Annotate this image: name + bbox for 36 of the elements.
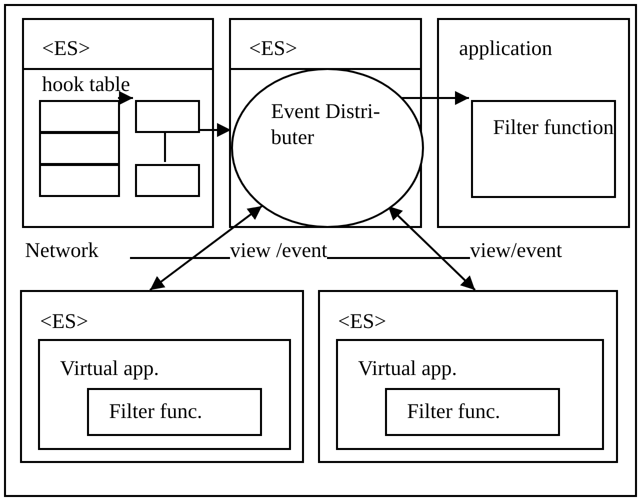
node-label: Virtual app. xyxy=(60,357,160,380)
table-cell xyxy=(135,164,200,197)
module-box xyxy=(22,18,214,228)
distributor-ellipse xyxy=(231,68,424,228)
arrow xyxy=(387,205,476,291)
module-box xyxy=(229,18,422,228)
table-cell xyxy=(39,132,120,165)
node-label: Filter func. xyxy=(109,400,202,424)
arrow xyxy=(118,91,133,105)
table-cell xyxy=(135,100,200,133)
node-label: <ES> xyxy=(40,310,88,334)
function-box xyxy=(87,388,262,436)
table-cell xyxy=(39,164,120,197)
header-text: <ES> xyxy=(249,37,298,60)
header-text: <ES> xyxy=(42,37,90,60)
arrow xyxy=(198,123,231,137)
node-label: hook table xyxy=(42,73,130,96)
arrow xyxy=(149,205,263,291)
function-box xyxy=(471,100,616,198)
module-box xyxy=(318,290,618,463)
edge-label: view/event xyxy=(470,240,562,261)
node-label: <ES> xyxy=(338,310,386,334)
application-box xyxy=(38,339,291,450)
edge-label: view /event xyxy=(230,240,328,261)
node-label: Filter function xyxy=(493,116,614,140)
module-box xyxy=(20,290,304,463)
function-box xyxy=(385,388,560,436)
node-label: Virtual app. xyxy=(358,357,458,380)
table-cell xyxy=(39,100,120,133)
node-label: application xyxy=(459,37,552,60)
node-label: Event Distri- buter xyxy=(271,98,381,150)
application-box xyxy=(336,339,604,450)
application-box xyxy=(437,18,630,228)
connector-line xyxy=(164,131,166,162)
arrow xyxy=(402,91,469,105)
node-label: Filter func. xyxy=(407,400,500,424)
